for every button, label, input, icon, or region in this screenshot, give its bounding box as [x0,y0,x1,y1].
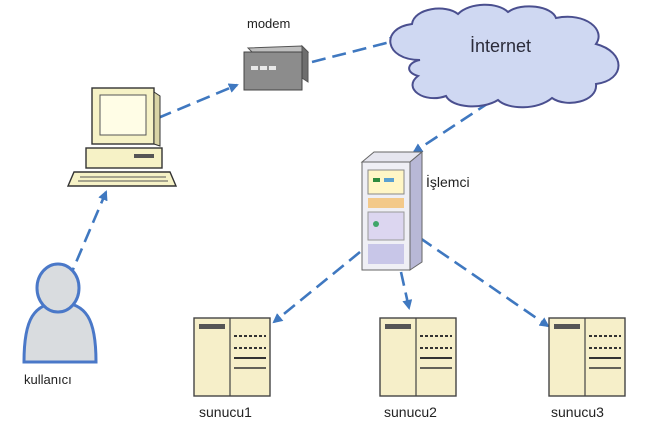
connector-processor-to-server1 [272,250,361,324]
server2-label: sunucu2 [384,404,437,420]
rack-server-icon [548,317,626,397]
user-label: kullanıcı [24,372,72,387]
connector-computer-to-modem [157,83,239,120]
cloud-icon [389,3,620,109]
rack-server-icon [193,317,271,397]
internet-label: İnternet [470,36,532,56]
modem-icon [243,44,310,91]
rack-server-icon [379,317,457,397]
user-icon [22,262,98,364]
connector-modem-to-internet [311,37,400,64]
server-tower-icon [360,150,424,271]
server3-label: sunucu3 [551,404,604,420]
connector-processor-to-server2 [399,271,413,310]
desktop-computer-icon [66,87,178,187]
connector-user-to-computer [58,190,108,301]
connector-processor-to-server3 [419,236,550,328]
connector-internet-to-processor [412,100,491,154]
connectors [58,37,550,328]
server1-label: sunucu1 [199,404,252,420]
modem-label: modem [247,16,291,31]
processor-label: İşlemci [426,174,470,190]
